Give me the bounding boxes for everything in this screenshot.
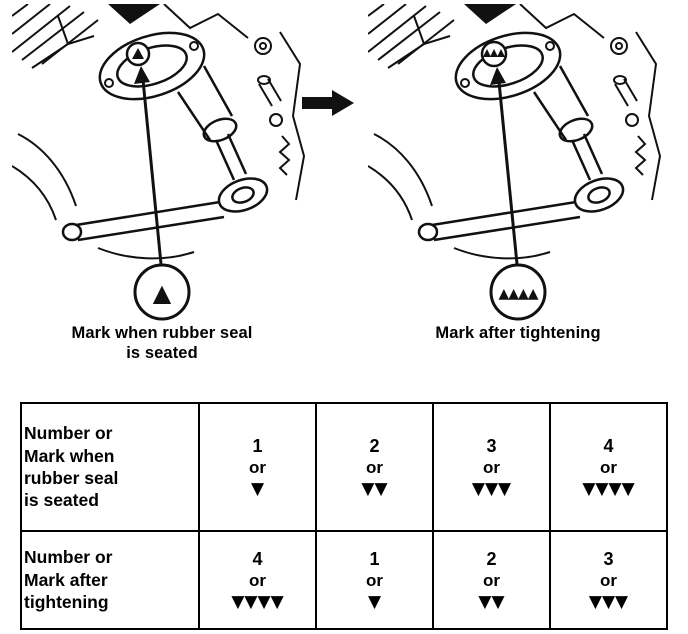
caption-left-line1: Mark when rubber seal xyxy=(71,324,253,342)
table-cell: 4 or ▼▼▼▼ xyxy=(198,530,317,630)
row-label-line: rubber seal xyxy=(24,468,119,488)
callout-mark-right: ▲▲▲▲ xyxy=(498,286,538,302)
shadow-wedge xyxy=(108,4,160,24)
part-mark-triangle xyxy=(483,49,491,57)
marks-table: Number or Mark when rubber seal is seate… xyxy=(20,402,668,630)
engine-drawing-left: ▲ xyxy=(11,3,306,321)
table-cell: 1 or ▼ xyxy=(198,402,317,532)
seal-flange xyxy=(454,31,562,101)
row-label-line: Number or xyxy=(24,547,113,568)
triangle-marks: ▼▼ xyxy=(361,479,388,500)
caption-left-line2: is seated xyxy=(126,343,198,362)
caption-right-line1: Mark after tightening xyxy=(435,324,601,342)
row-label-tightened: Number or Mark after tightening xyxy=(20,530,200,630)
table-cell: 2 or ▼▼ xyxy=(432,530,551,630)
cell-or-label: or xyxy=(249,458,266,477)
pointer-arrow-line xyxy=(141,79,163,265)
cell-or-label: or xyxy=(366,571,383,590)
triangle-marks: ▼ xyxy=(367,592,382,613)
cell-number: 2 xyxy=(369,435,380,456)
cell-or-label: or xyxy=(366,458,383,477)
pointer-arrow-line xyxy=(497,81,519,265)
cell-number: 4 xyxy=(603,435,614,456)
part-mark-triangle xyxy=(132,48,144,59)
table-cell: 4 or ▼▼▼▼ xyxy=(549,402,668,532)
table-row-tightened: Number or Mark after tightening 4 or ▼▼▼… xyxy=(20,530,668,630)
table-cell: 3 or ▼▼▼ xyxy=(549,530,668,630)
table-cell: 2 or ▼▼ xyxy=(315,402,434,532)
callout-mark-left: ▲ xyxy=(153,279,172,307)
cell-or-label: or xyxy=(249,571,266,590)
cell-or-label: or xyxy=(483,458,500,477)
engine-illustration-left: ▲ xyxy=(11,3,312,327)
part-mark-triangle xyxy=(490,49,498,57)
row-label-line: is seated xyxy=(24,490,99,511)
seal-flange xyxy=(98,31,206,101)
cell-number: 4 xyxy=(252,548,263,569)
caption-left: Mark when rubber seal is seated xyxy=(12,324,312,364)
engine-illustration-right: ▲▲▲▲ xyxy=(367,3,668,327)
part-mark-triangle xyxy=(497,49,505,57)
cell-or-label: or xyxy=(483,571,500,590)
ratchet-wrench xyxy=(417,177,625,242)
callout-circle-right xyxy=(489,263,547,321)
cell-or-label: or xyxy=(600,571,617,590)
sensor-body xyxy=(176,65,248,181)
cell-number: 2 xyxy=(486,548,497,569)
cell-number: 3 xyxy=(603,548,614,569)
sensor-body xyxy=(532,65,604,181)
caption-right: Mark after tightening xyxy=(368,324,668,344)
cell-number: 3 xyxy=(486,435,497,456)
row-label-line: Mark when xyxy=(24,445,115,466)
row-label-line: Number or xyxy=(24,423,113,444)
row-label-seated: Number or Mark when rubber seal is seate… xyxy=(20,402,200,532)
cell-number: 1 xyxy=(252,435,263,456)
transition-arrow-icon xyxy=(302,90,354,116)
pointer-arrowhead-icon xyxy=(134,66,150,84)
cell-or-label: or xyxy=(600,458,617,477)
row-label-line: Mark after xyxy=(24,569,108,590)
triangle-marks: ▼ xyxy=(250,479,265,500)
cell-number: 1 xyxy=(369,548,380,569)
table-cell: 1 or ▼ xyxy=(315,530,434,630)
triangle-marks: ▼▼▼ xyxy=(471,479,512,500)
triangle-marks: ▼▼▼ xyxy=(588,592,629,613)
table-row-seated: Number or Mark when rubber seal is seate… xyxy=(20,402,668,532)
triangle-marks: ▼▼ xyxy=(478,592,505,613)
table-cell: 3 or ▼▼▼ xyxy=(432,402,551,532)
row-label-line: tightening xyxy=(24,592,109,613)
callout-circle-left xyxy=(133,263,191,321)
shadow-wedge xyxy=(464,4,516,24)
pointer-arrowhead-icon xyxy=(490,67,506,85)
triangle-marks: ▼▼▼▼ xyxy=(582,479,635,500)
triangle-marks: ▼▼▼▼ xyxy=(231,592,284,613)
ratchet-wrench xyxy=(61,177,269,242)
engine-drawing-right: ▲▲▲▲ xyxy=(367,3,662,321)
